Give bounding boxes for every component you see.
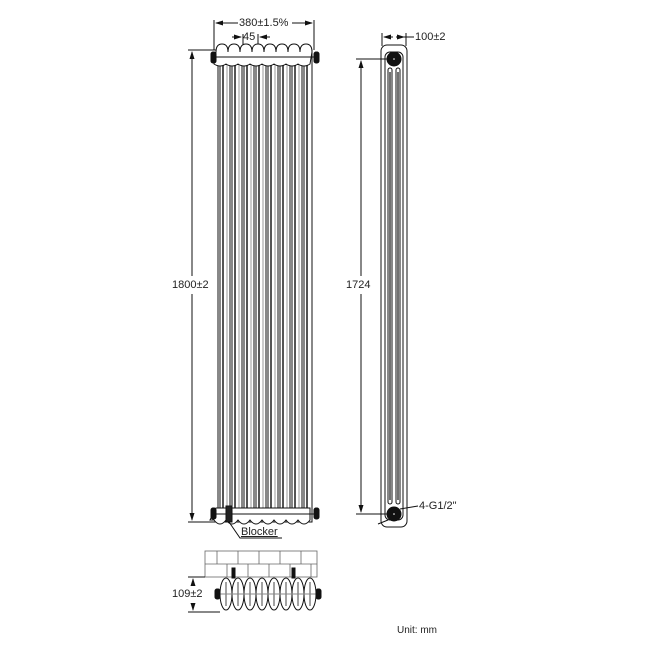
unit-label: Unit: mm	[397, 625, 437, 636]
top-view	[188, 550, 322, 613]
front-view	[188, 20, 320, 539]
height-dimension-label: 1800±2	[172, 279, 209, 291]
pitch-dimension-label: 45	[243, 31, 256, 43]
centers-dimension-label: 1724	[346, 279, 371, 291]
side-view	[356, 33, 419, 528]
connection-label: 4-G1/2"	[419, 500, 457, 512]
top-depth-dimension-label: 109±2	[172, 588, 203, 600]
radiator-columns	[209, 43, 320, 525]
blocker-callout-label: Blocker	[241, 526, 278, 538]
depth-dimension-label: 100±2	[415, 31, 446, 43]
width-dimension-label: 380±1.5%	[239, 17, 289, 29]
